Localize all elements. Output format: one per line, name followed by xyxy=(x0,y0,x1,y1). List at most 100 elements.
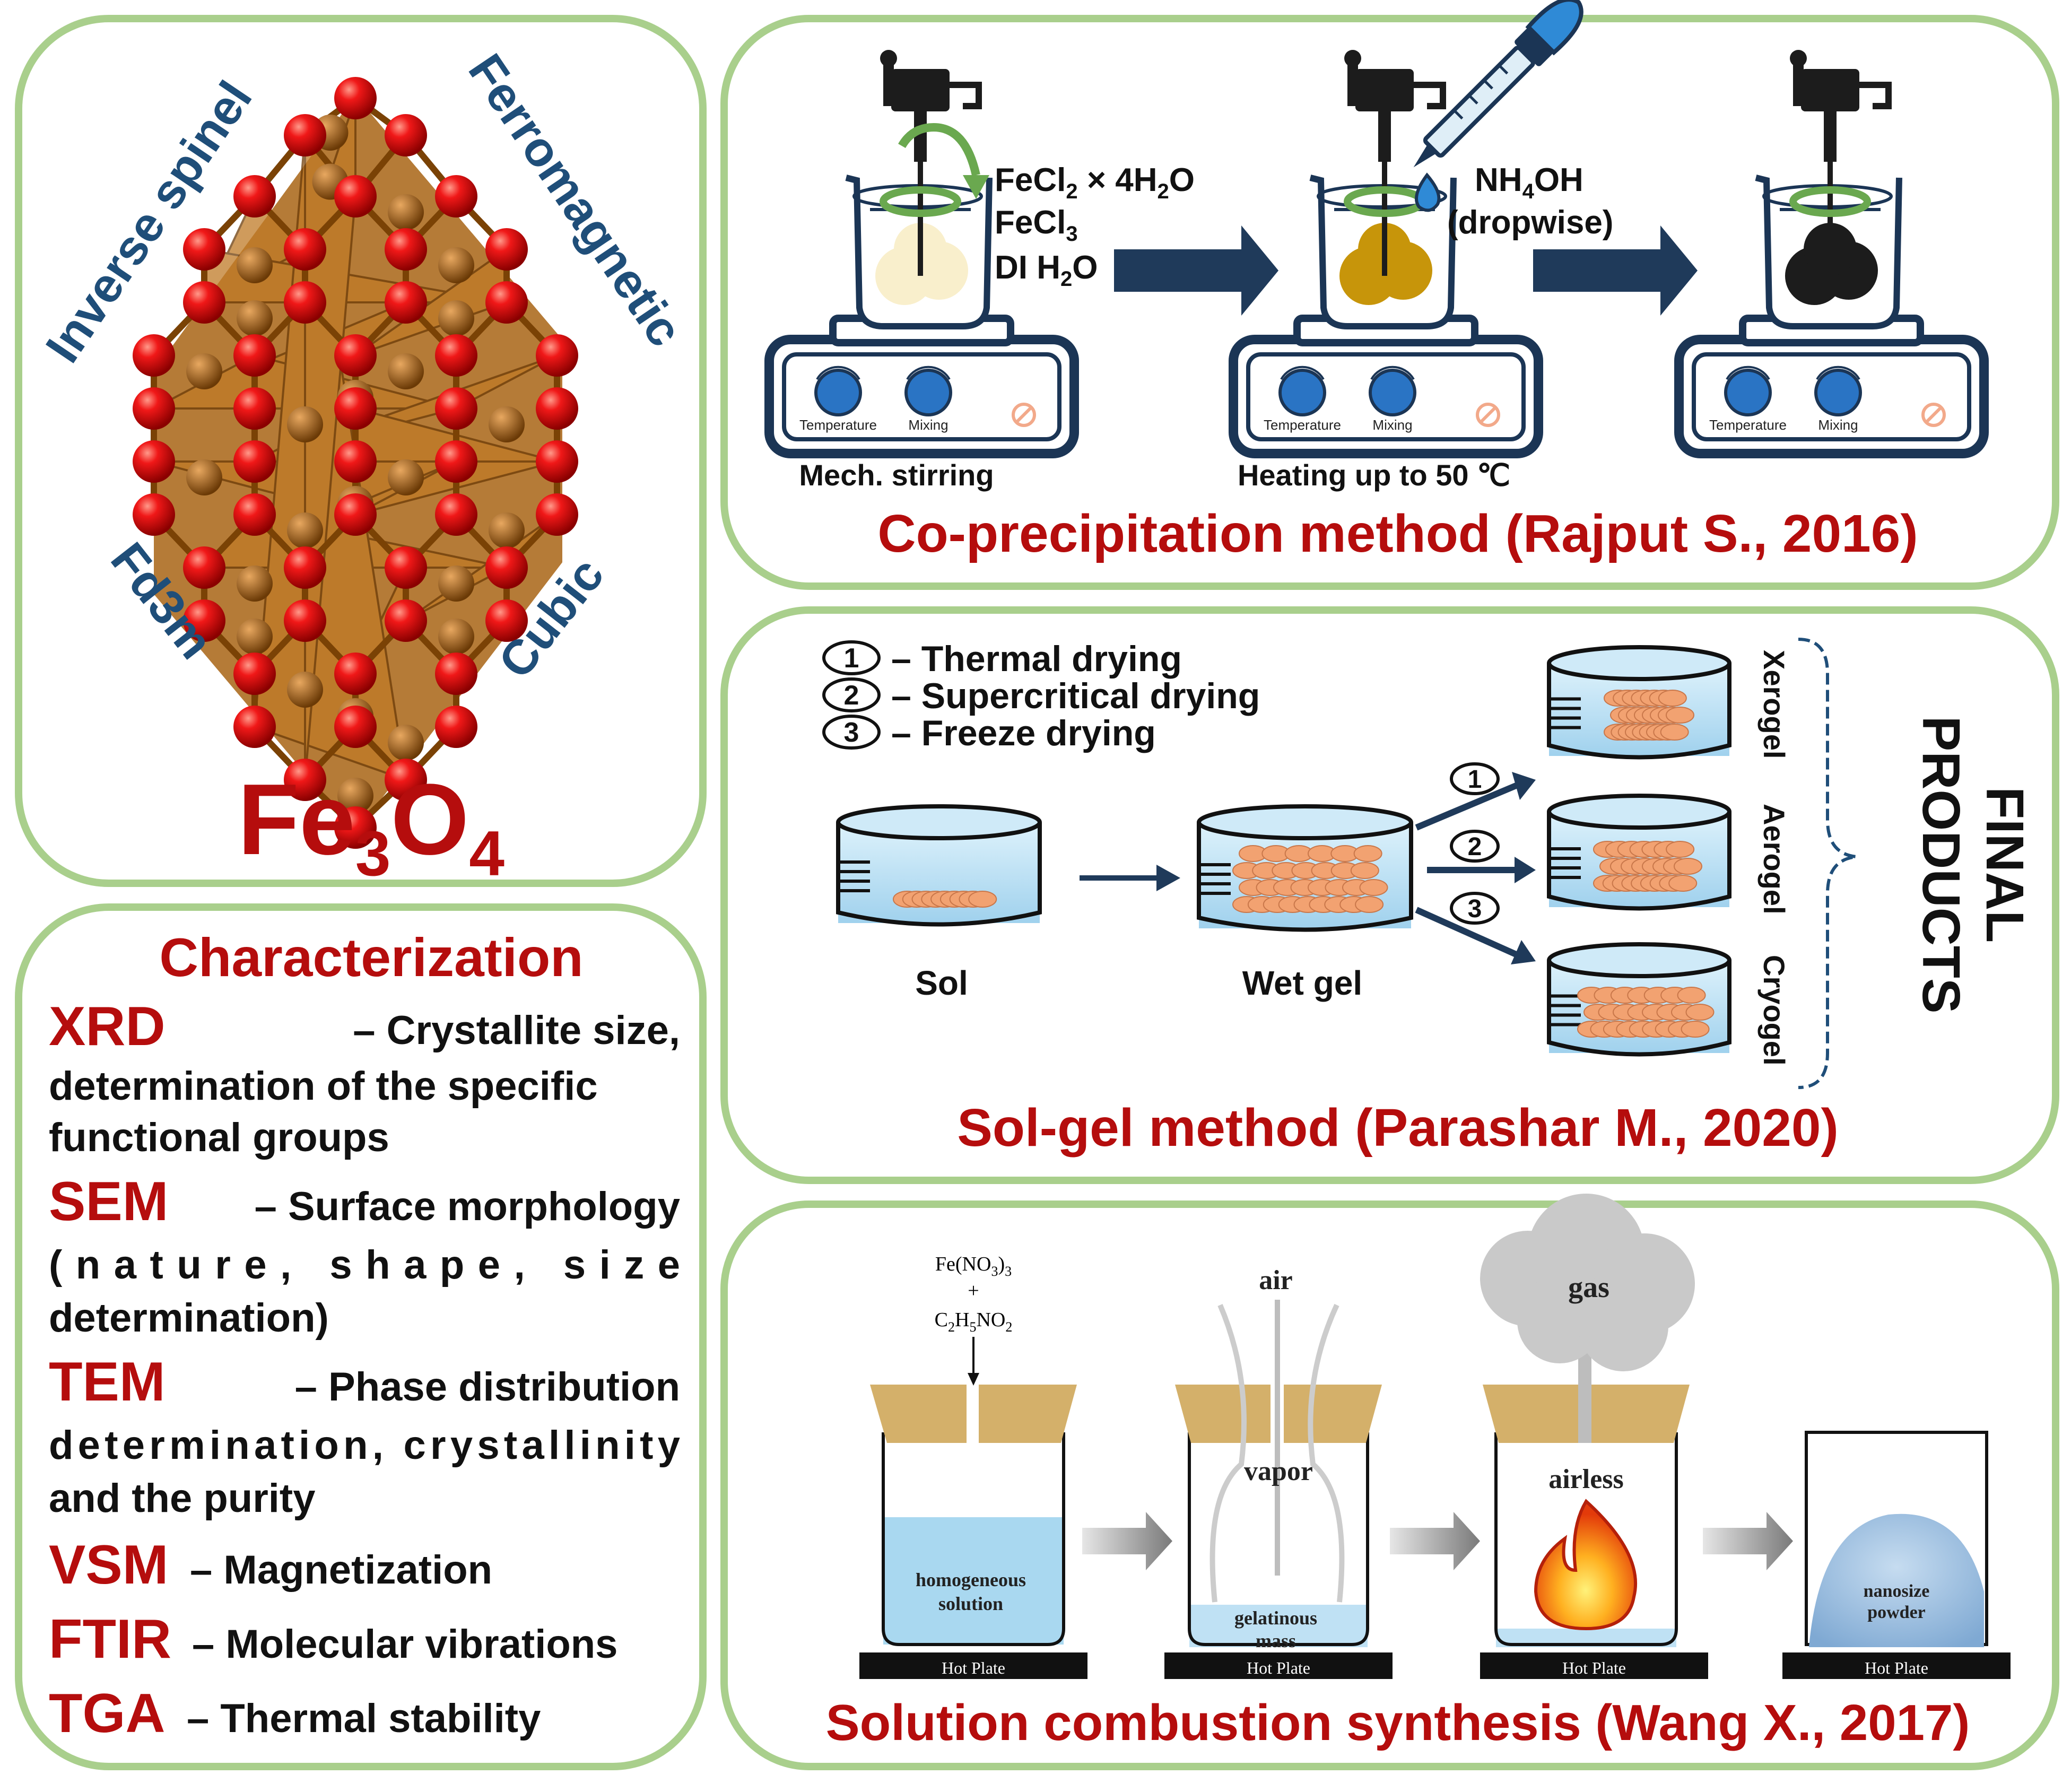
dish-wall xyxy=(836,822,1042,927)
legend-text-3: – Freeze drying xyxy=(891,713,1156,753)
xrd-line3: functional groups xyxy=(49,1115,389,1160)
hot-plate xyxy=(1782,1652,2011,1679)
mixing-label: Mixing xyxy=(1372,417,1412,433)
gel-particle xyxy=(1355,896,1384,913)
label-airless: airless xyxy=(1548,1464,1624,1494)
label-homogeneous-2: solution xyxy=(938,1593,1003,1614)
oxygen-atom xyxy=(284,281,326,324)
product-xerogel: Xerogel xyxy=(1757,650,1791,759)
temperature-knob-icon xyxy=(814,369,862,416)
crystal-structure xyxy=(133,77,578,849)
knob-scale xyxy=(816,366,860,380)
fe-atom xyxy=(186,353,222,389)
legend-num-1-badge xyxy=(822,640,881,675)
cardboard-flap-left xyxy=(1175,1385,1271,1443)
oxygen-atom xyxy=(284,546,326,589)
sem-line1: – Surface morphology xyxy=(255,1184,680,1229)
oxygen-atom xyxy=(233,653,276,695)
oxygen-atom xyxy=(435,387,477,430)
legend-num-2-badge xyxy=(822,677,881,712)
fe-atom xyxy=(489,512,525,549)
hot-plate-label: Hot Plate xyxy=(942,1658,1005,1677)
oxygen-atom xyxy=(485,546,528,589)
abbr-ftir: FTIR xyxy=(49,1608,171,1670)
drying-arrow-1-head xyxy=(1512,772,1536,800)
xrd-line2: determination of the specific xyxy=(49,1064,598,1109)
tga-line1: – Thermal stability xyxy=(187,1696,541,1741)
solgel-title: Sol-gel method (Parashar M., 2020) xyxy=(957,1098,1839,1158)
oxygen-atom xyxy=(385,759,427,801)
abbr-xrd: XRD xyxy=(49,996,166,1057)
arrow-num-1: 1 xyxy=(1468,765,1482,794)
knob-scale xyxy=(1280,366,1325,380)
gel-particle xyxy=(1685,1004,1715,1021)
fe-atom xyxy=(388,459,424,495)
characterization-title: Characterization xyxy=(159,927,583,988)
fe-atom xyxy=(438,247,474,283)
gel-particle xyxy=(968,891,997,908)
ftir-line1: – Molecular vibrations xyxy=(192,1622,617,1667)
oxygen-atom xyxy=(133,334,175,377)
arrow-num-3-badge xyxy=(1450,892,1500,925)
oxygen-atom xyxy=(133,387,175,430)
solgel-legend: 1 – Thermal drying 2 – Supercritical dry… xyxy=(822,639,1260,753)
oxygen-atom xyxy=(435,440,477,483)
stirrer-motor xyxy=(891,69,950,111)
power-icon-slash xyxy=(1015,406,1033,424)
reagent-fecl3: FeCl3 xyxy=(995,204,1078,246)
dish-wet-gel xyxy=(1197,804,1413,932)
process-arrow xyxy=(1703,1512,1793,1570)
dish-rim xyxy=(1547,942,1731,978)
fe-atom xyxy=(438,566,474,602)
oxygen-atom xyxy=(334,387,377,430)
label-wet-gel: Wet gel xyxy=(1242,964,1362,1002)
temperature-label: Temperature xyxy=(1709,417,1787,433)
gel-particle xyxy=(1674,858,1702,875)
oxygen-atom xyxy=(435,175,477,218)
oxygen-atom xyxy=(334,334,377,377)
oxygen-atom xyxy=(385,546,427,589)
power-icon xyxy=(1921,403,1946,427)
dish-rim xyxy=(1547,794,1731,830)
label-vapor: vapor xyxy=(1244,1456,1313,1486)
label-nanosize-1: nanosize xyxy=(1864,1581,1930,1601)
drying-arrow-3 xyxy=(1415,907,1519,958)
power-icon-slash xyxy=(1479,406,1497,424)
vsm-line1: – Magnetization xyxy=(190,1547,492,1593)
formula-fe3o4: Fe3O4 xyxy=(238,763,504,889)
knob-scale xyxy=(1370,366,1415,380)
coprecip-arrow-1 xyxy=(1114,225,1278,316)
fe-atom xyxy=(186,459,222,495)
arrow-num-2: 2 xyxy=(1468,833,1482,861)
product-aerogel: Aerogel xyxy=(1757,804,1791,915)
mixing-knob-icon xyxy=(1369,369,1416,416)
stirrer-knob xyxy=(880,50,897,67)
dish-aerogel xyxy=(1547,794,1731,911)
dropper-icon xyxy=(1413,0,1583,168)
drying-arrow-3-head xyxy=(1511,940,1536,964)
dish-xerogel xyxy=(1547,645,1731,760)
reagent-di-water: DI H2O xyxy=(995,249,1098,291)
process-arrow xyxy=(1390,1512,1480,1570)
mixing-label: Mixing xyxy=(1818,417,1858,433)
char-tem: TEM – Phase distribution determination, … xyxy=(49,1351,680,1521)
arrow-num-3: 3 xyxy=(1468,895,1482,923)
knob-scale xyxy=(906,366,951,380)
oxygen-atom xyxy=(183,599,225,642)
drop-icon xyxy=(1415,172,1441,212)
char-sem: SEM – Surface morphology (nature, shape,… xyxy=(49,1171,680,1341)
power-icon-slash xyxy=(1925,406,1943,424)
legend-num-3: 3 xyxy=(844,717,859,748)
oxygen-atom xyxy=(183,546,225,589)
dish-wall xyxy=(1547,960,1731,1057)
process-arrow xyxy=(1082,1512,1172,1570)
drying-arrow-1 xyxy=(1415,782,1519,831)
vapor-arrow xyxy=(1209,1304,1247,1603)
abbr-vsm: VSM xyxy=(49,1534,168,1596)
combustion-panel xyxy=(720,1201,2059,1770)
gel-particle xyxy=(1359,879,1388,896)
gas-cloud xyxy=(1578,1281,1668,1371)
legend-num-3-badge xyxy=(822,715,881,750)
sol-arrow-head xyxy=(1156,865,1180,891)
